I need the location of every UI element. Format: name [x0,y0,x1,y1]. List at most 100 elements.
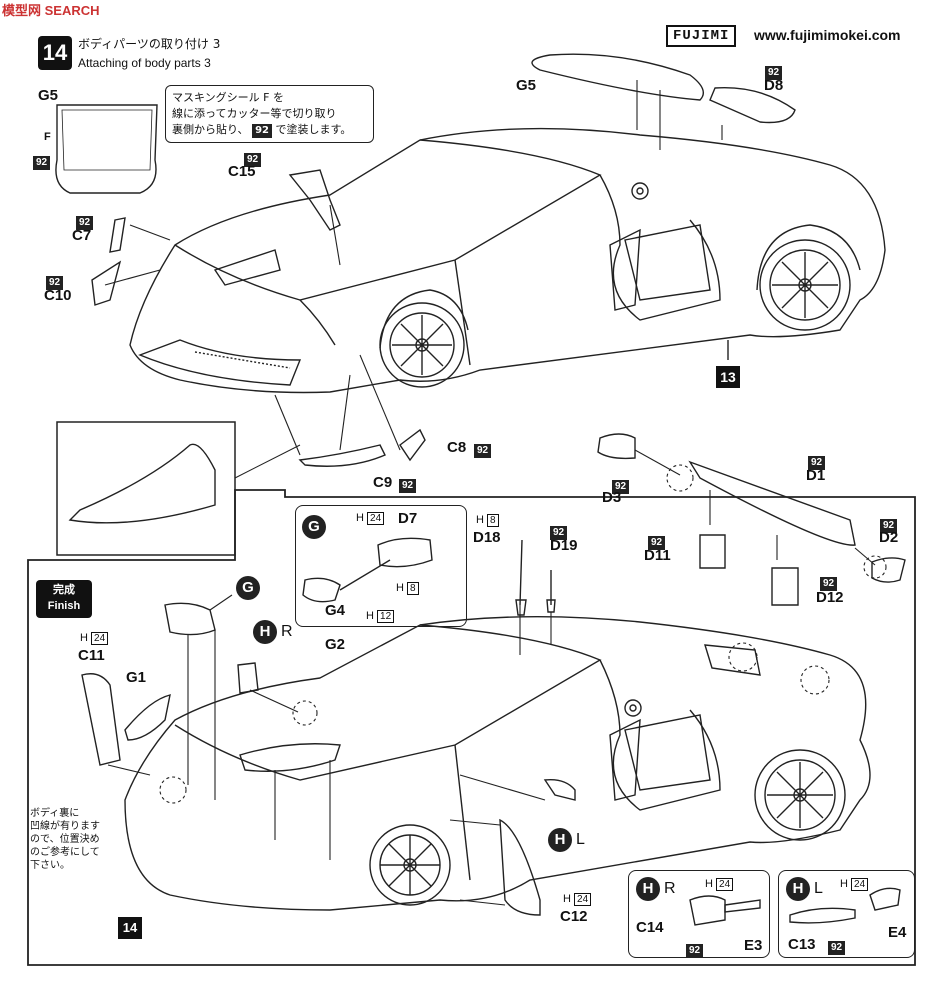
step-number-badge: 14 [38,36,72,70]
paint-badge-c13: 92 [828,937,846,955]
paint-badge-c7-text: 92 [76,216,94,230]
h-number-c13: 24 [851,878,869,891]
h-label-d7-8: H 8 [396,582,419,595]
h-letter-d18: H [476,514,484,526]
paint-badge-c10: 92 [46,272,64,290]
h-number-d7-8: 8 [407,582,419,595]
marker-hl-box: H L [786,877,823,901]
part-label-c7: C7 [72,227,92,244]
marker-g: G [236,576,260,600]
marker-hr-r: R [281,623,293,640]
part-label-c11: C11 [78,647,105,664]
h-letter-d7-8: H [396,582,404,594]
part-label-c9: C9 [373,474,393,491]
body-note-line-3: ので、位置決め [30,834,100,845]
part-label-d7: D7 [398,510,418,527]
paint-badge: 92 [252,124,272,138]
brand-logo: FUJIMI [666,25,737,47]
part-label-g4: G4 [325,602,346,619]
body-note-line-1: ボディ裏に [30,808,80,819]
marker-hr-box-r: R [664,880,676,897]
body-note-line-2: 凹線が有ります [30,821,100,832]
paint-badge-d12: 92 [820,573,838,591]
body-note-line-5: 下さい。 [30,860,70,871]
paint-badge-c8-text: 92 [474,444,492,458]
h-letter-c14: H [705,878,713,890]
step-ref-14-text: 14 [118,917,142,939]
h-label-c11: H 24 [80,632,109,645]
masking-note-line-2: 線に添ってカッター等で切り取り [172,107,337,120]
part-label-e3: E3 [744,937,763,954]
paint-badge-d2-text: 92 [880,519,898,533]
paint-badge-g5: 92 [33,152,51,170]
h-number-d7-12: 12 [377,610,395,623]
paint-badge-d8-text: 92 [765,66,783,80]
marker-g-text: G [236,576,260,600]
brand-url: www.fujimimokei.com [754,27,901,43]
part-label-c12: C12 [560,908,588,925]
part-label-g5-upper: G5 [516,77,537,94]
h-letter-c13: H [840,878,848,890]
h-label-c13: H 24 [840,878,869,891]
marker-g-zoom-text: G [302,515,326,539]
paint-badge-c15: 92 [244,149,262,167]
h-label-c12: H 24 [563,893,592,906]
h-letter-d7-12: H [366,610,374,622]
marker-hl-box-l: L [814,880,823,897]
step-title-en: Attaching of body parts 3 [78,56,211,70]
masking-note-line-3b: で塗装します。 [275,123,352,136]
part-label-d3: D3 [602,489,622,506]
h-letter-d7: H [356,512,364,524]
masking-note-line-1: マスキングシール F を [172,91,284,104]
part-label-c15: C15 [228,163,256,180]
part-label-e4: E4 [888,924,907,941]
step-ref-13-text: 13 [716,366,740,388]
finish-badge: 完成 Finish [36,580,92,618]
h-number-c14: 24 [716,878,734,891]
paint-badge-g5-text: 92 [33,156,51,170]
h-number-c12: 24 [574,893,592,906]
paint-badge-c7: 92 [76,212,94,230]
paint-badge-c15-text: 92 [244,153,262,167]
h-label-d18: H 8 [476,514,499,527]
marker-hl-box-h: H [786,877,810,901]
part-label-g5: G5 [38,87,59,104]
h-label-d7: H 24 [356,512,385,525]
h-label-c14: H 24 [705,878,734,891]
part-label-d1: D1 [806,467,826,484]
step-title-jp: ボディパーツの取り付け 3 [78,37,221,51]
masking-note-line-3: 裏側から貼り、 92 で塗装します。 [172,122,367,138]
body-note: ボディ裏に 凹線が有ります ので、位置決め のご参考にして 下さい。 [30,807,100,872]
finish-jp: 完成 [53,583,75,596]
marker-hr: H R [253,620,293,644]
paint-badge-c9: 92 [399,475,417,493]
part-label-g2: G2 [325,636,346,653]
h-number-c11: 24 [91,632,109,645]
marker-hr-h: H [253,620,277,644]
part-label-g1: G1 [126,669,147,686]
paint-badge-c8: 92 [474,440,492,458]
paint-badge-c9-text: 92 [399,479,417,493]
h-letter-c11: H [80,632,88,644]
part-label-d11: D11 [644,547,671,564]
part-label-d12: D12 [816,589,844,606]
paint-badge-d3: 92 [612,476,630,494]
part-label-d19: D19 [550,537,578,554]
paint-badge-d3-text: 92 [612,480,630,494]
paint-badge-c10-text: 92 [46,276,64,290]
part-label-d8: D8 [764,77,784,94]
marker-hl-h: H [548,828,572,852]
watermark: 模型网 SEARCH [2,3,100,18]
masking-note-line-3a: 裏側から貼り、 [172,123,249,136]
masking-note-box: マスキングシール F を 線に添ってカッター等で切り取り 裏側から貼り、 92 … [165,85,374,143]
part-label-f: F [44,131,51,143]
h-label-d7-12: H 12 [366,610,395,623]
part-label-d2: D2 [879,529,899,546]
paint-badge-d19: 92 [550,522,568,540]
detail-frame-g [295,505,467,627]
marker-hl: H L [548,828,585,852]
marker-hl-l: L [576,831,585,848]
h-number-d7: 24 [367,512,385,525]
part-label-c14: C14 [636,919,664,936]
